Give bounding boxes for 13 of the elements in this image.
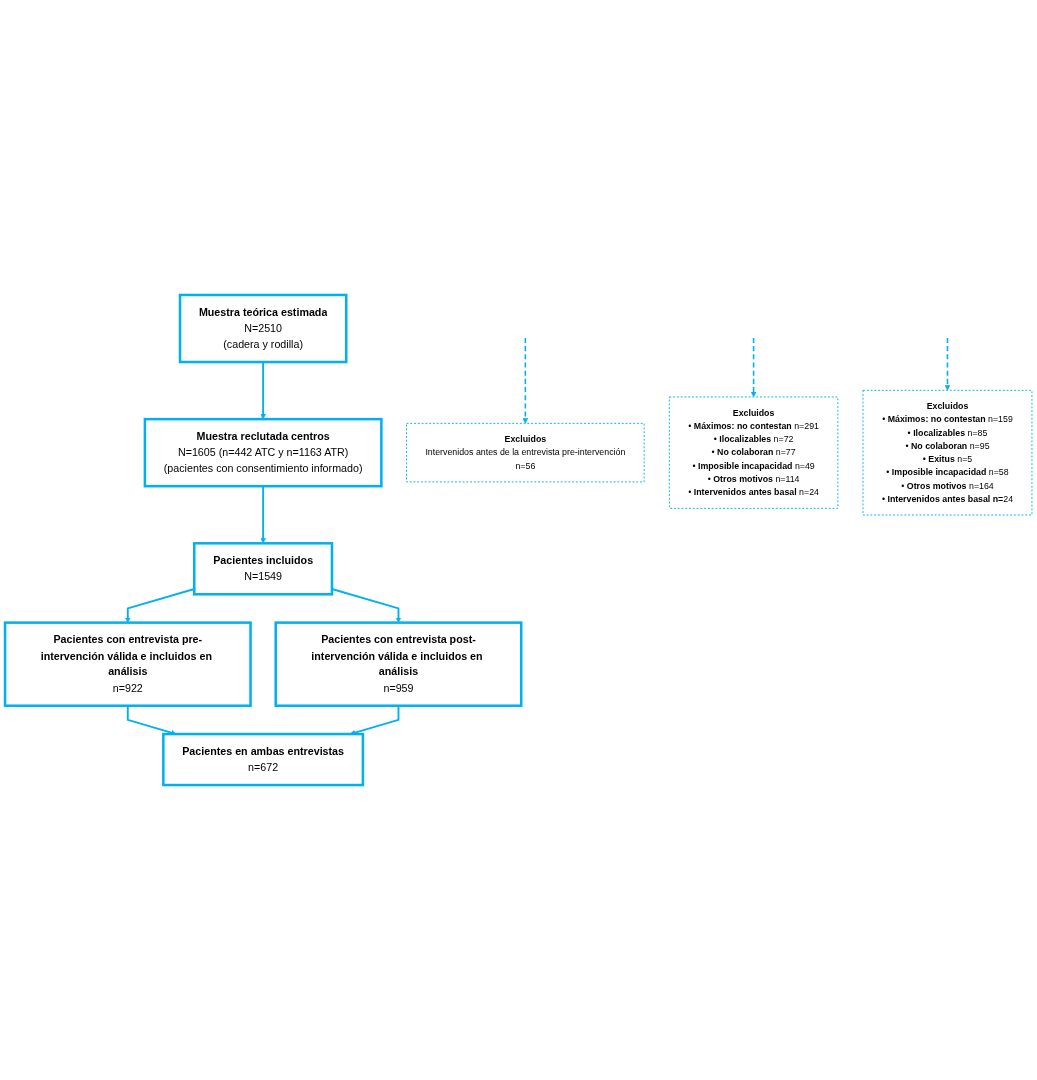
node-box: Excluidos Intervenidos antes de la entrevista pre-intervención n=56 xyxy=(406,422,645,483)
node-box: Muestra reclutada centros N=1605 (n=442 ATC y n=1163 ATR) (pacientes con consentimiento informado) xyxy=(143,417,383,488)
arrow xyxy=(522,337,529,424)
arrow xyxy=(944,337,951,391)
arrow xyxy=(331,588,402,623)
arrow xyxy=(750,337,757,398)
node-box: Pacientes con entrevista pre-intervención válida e incluidos en análisis n=922 xyxy=(3,621,252,707)
node-box: Pacientes en ambas entrevistas n=672 xyxy=(162,732,365,787)
node-box: Muestra teórica estimada N=2510 (cadera y rodilla) xyxy=(178,293,348,364)
node-box: Pacientes con entrevista post-intervención válida e incluidos en análisis n=959 xyxy=(274,621,523,707)
node-box: Pacientes incluidos N=1549 xyxy=(193,542,334,596)
node-box: Excluidos • Máximos: no contestan n=291 • Ilocalizables n=72 • No colaboran n=77 • Imposible incapacidad n=49 • Otros motivos n=114 • Intervenidos antes basal n=24 xyxy=(668,396,839,509)
node-box: Excluidos • Máximos: no contestan n=159 • Ilocalizables n=85 • No colaboran n=95 • Exitus n=5 • Imposible incapacidad n=58 • Otros motivos n=164 • Intervenidos antes basal n=24 xyxy=(862,389,1033,516)
